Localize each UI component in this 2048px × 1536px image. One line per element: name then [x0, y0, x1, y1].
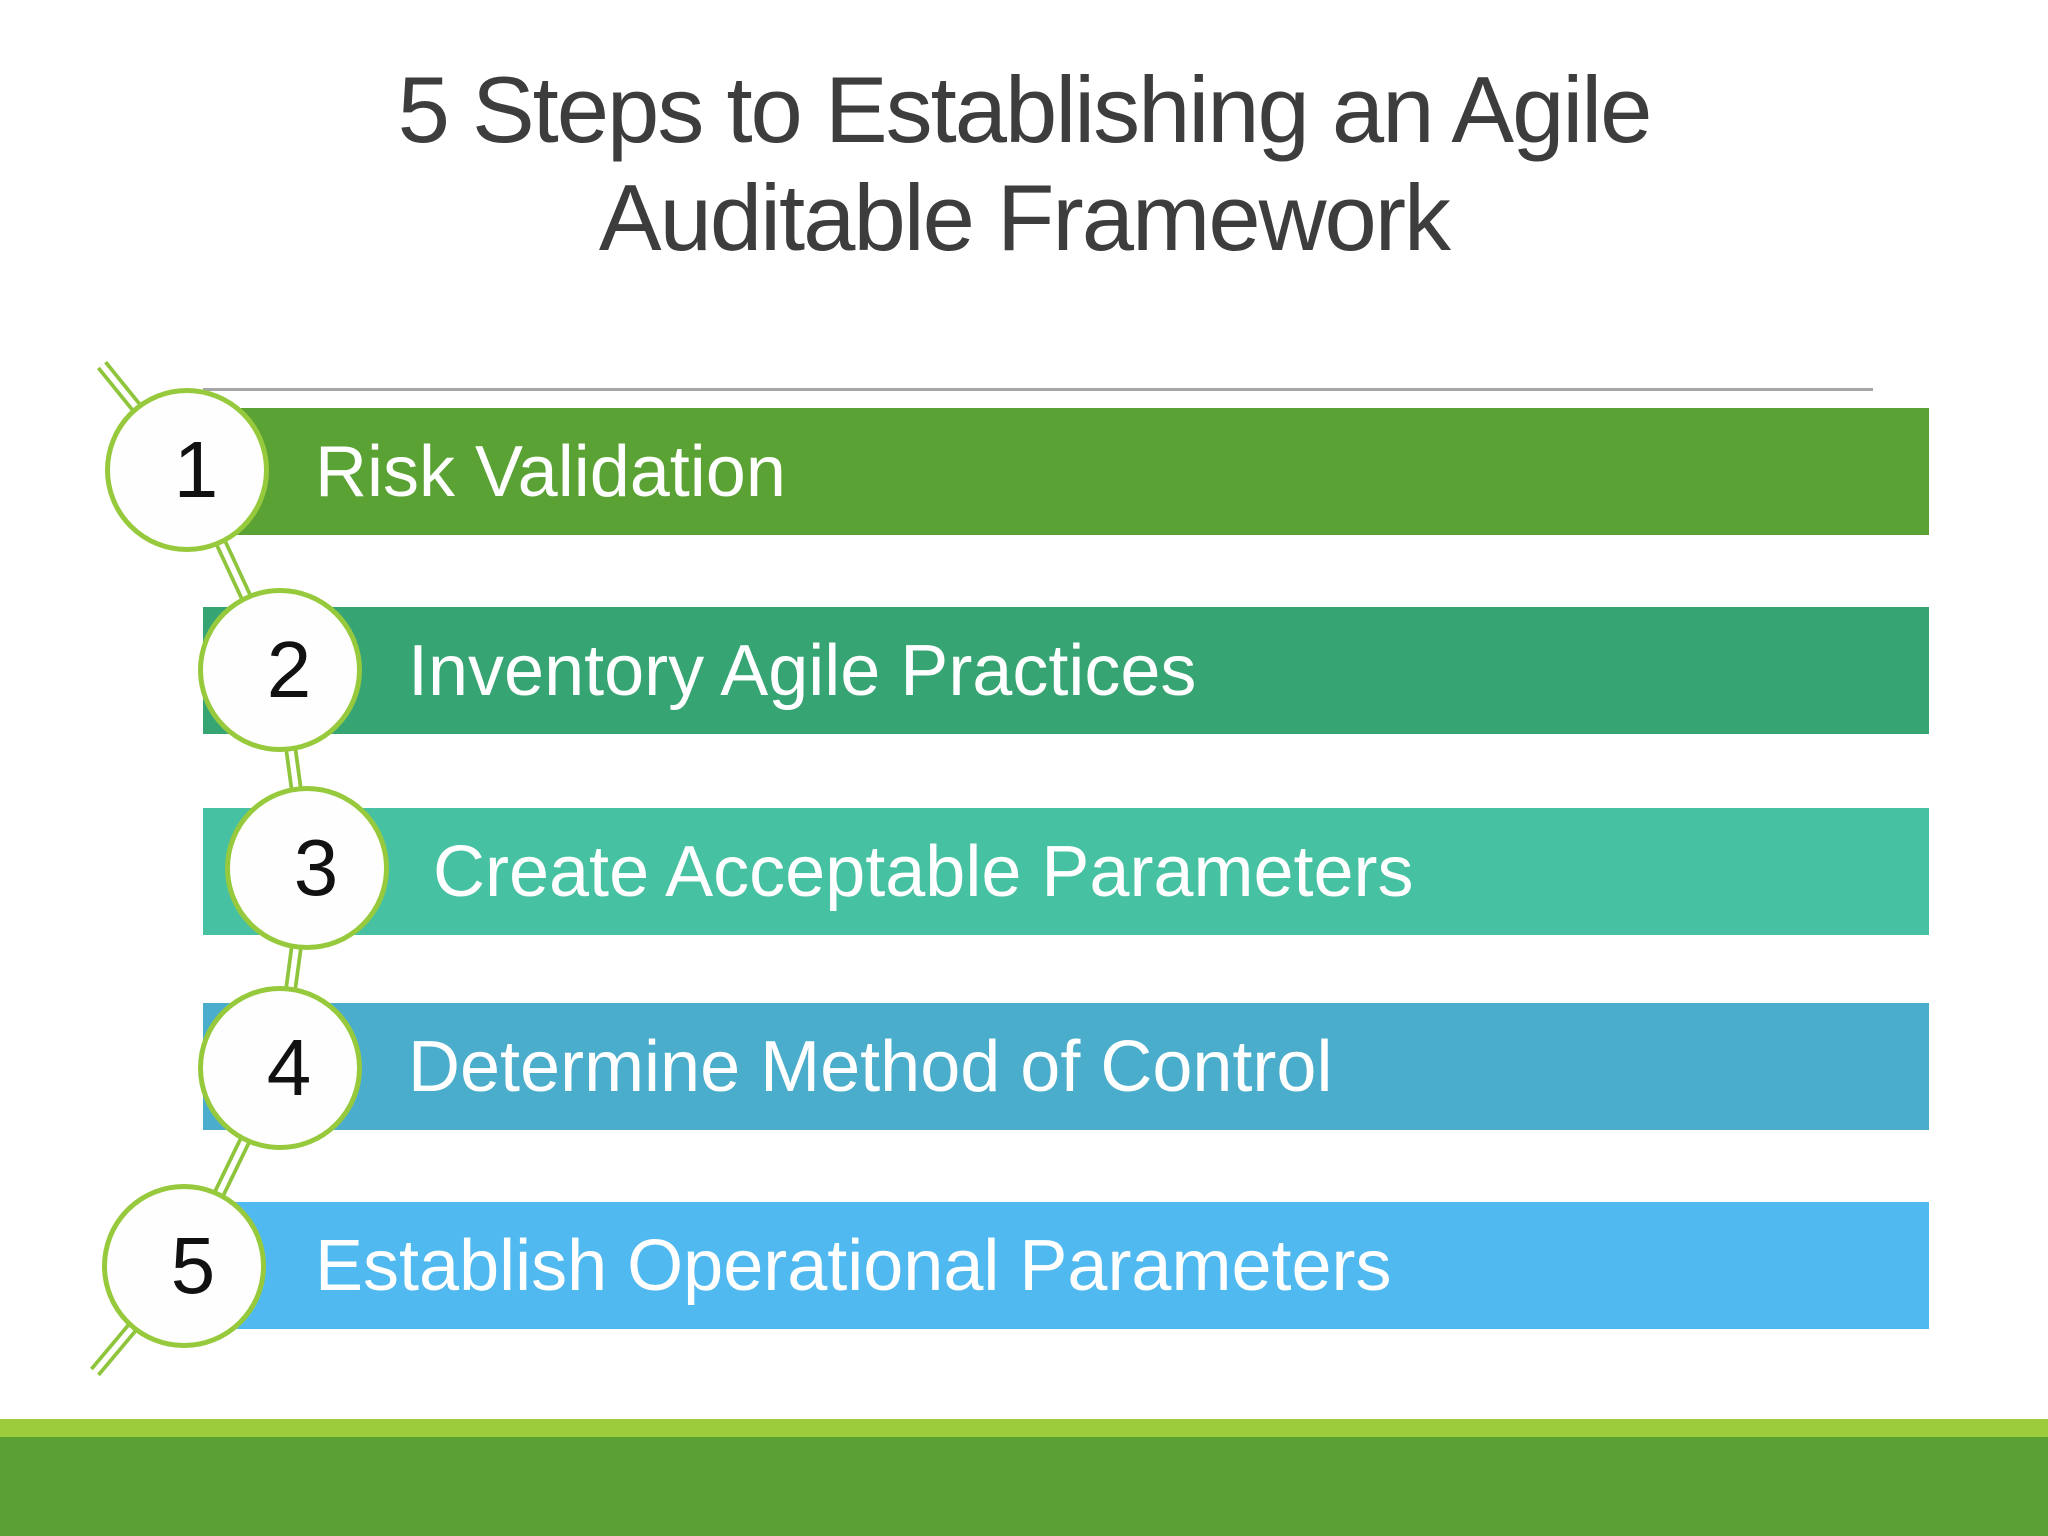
step-bar-3: Create Acceptable Parameters: [203, 808, 1929, 935]
step-bar-4: Determine Method of Control: [203, 1003, 1929, 1130]
step-circle-4: 4: [198, 986, 362, 1150]
step-number-1: 1: [173, 425, 219, 514]
step-circle-3: 3: [225, 786, 389, 950]
step-circle-5: 5: [102, 1184, 266, 1348]
footer-band: [0, 1437, 2048, 1536]
step-number-3: 3: [293, 823, 339, 912]
step-label-4: Determine Method of Control: [408, 1026, 1333, 1107]
slide-title-line-1: 5 Steps to Establishing an Agile: [397, 57, 1653, 162]
step-number-5: 5: [170, 1221, 216, 1310]
step-bar-1: Risk Validation: [203, 408, 1929, 535]
footer-accent-strip: [0, 1419, 2048, 1437]
step-number-4: 4: [266, 1023, 312, 1112]
step-number-2: 2: [266, 625, 312, 714]
step-bar-5: Establish Operational Parameters: [203, 1202, 1929, 1329]
step-circle-1: 1: [105, 388, 269, 552]
slide-title: 5 Steps to Establishing an Agile Auditab…: [0, 56, 2048, 272]
step-label-1: Risk Validation: [315, 431, 786, 512]
step-label-3: Create Acceptable Parameters: [433, 831, 1414, 912]
step-circle-2: 2: [198, 588, 362, 752]
slide-title-line-2: Auditable Framework: [598, 165, 1451, 270]
step-bar-2: Inventory Agile Practices: [203, 607, 1929, 734]
top-divider-line: [203, 388, 1873, 391]
step-label-2: Inventory Agile Practices: [408, 630, 1197, 711]
step-label-5: Establish Operational Parameters: [315, 1225, 1392, 1306]
